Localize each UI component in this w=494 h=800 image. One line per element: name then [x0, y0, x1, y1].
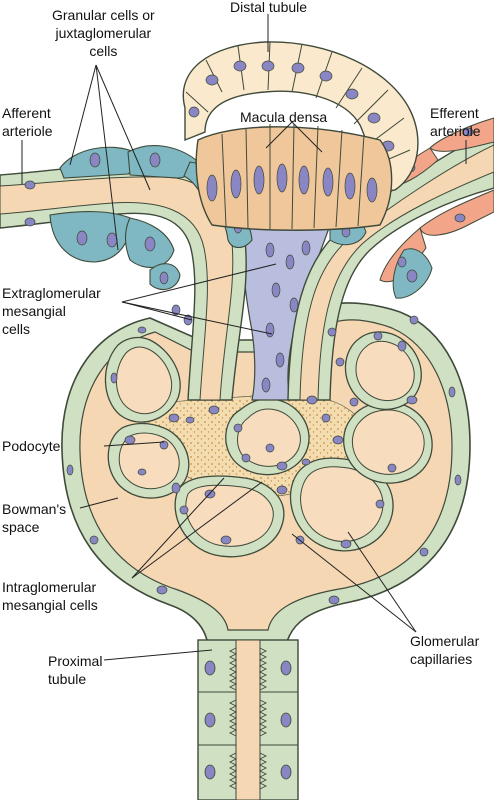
leader-granular-1 [69, 64, 97, 166]
proximal-tubule [197, 639, 299, 800]
leader-glomerular-1 [347, 531, 417, 633]
label-efferent-arteriole: Efferent arteriole [430, 105, 481, 139]
label-granular-cells: Granular cells or juxtaglomerular cells [52, 7, 155, 59]
glomerular-nuclei [66, 304, 462, 605]
leader-bowmans-space [79, 497, 119, 509]
leader-podocyte [103, 441, 165, 447]
leader-proximal [103, 649, 213, 661]
leader-intraglom-2 [131, 481, 263, 579]
macula-densa-nuclei [206, 163, 378, 203]
label-podocyte: Podocyte [2, 438, 61, 454]
label-macula-densa: Macula densa [240, 109, 328, 125]
leader-macula-1 [265, 121, 293, 149]
label-proximal-tubule: Proximal tubule [48, 653, 103, 687]
macula-densa-cell-borders [221, 123, 365, 230]
label-distal-tubule: Distal tubule [230, 0, 308, 15]
leader-macula-2 [291, 121, 323, 153]
efferent-smooth-muscle [329, 117, 494, 299]
label-glomerular-capillaries: Glomerular capillaries [410, 633, 480, 667]
label-leader-lines [21, 14, 467, 661]
leader-intraglom-1 [131, 477, 225, 579]
leader-granular-2 [95, 64, 119, 251]
leader-granular-3 [95, 64, 151, 191]
label-bowmans-space: Bowman's space [2, 501, 67, 535]
label-extraglomerular-mesangial-cells: Extraglomerular mesangial cells [2, 285, 101, 337]
extraglomerular-mesangial-nuclei [261, 240, 311, 393]
leader-extraglom-3 [121, 301, 273, 335]
leader-extraglom-1 [121, 263, 277, 303]
label-intraglomerular-mesangial-cells: Intraglomerular mesangial cells [2, 579, 98, 613]
leader-glomerular-2 [291, 533, 417, 633]
distal-tubule [182, 41, 419, 196]
label-afferent-arteriole: Afferent arteriole [2, 105, 53, 139]
